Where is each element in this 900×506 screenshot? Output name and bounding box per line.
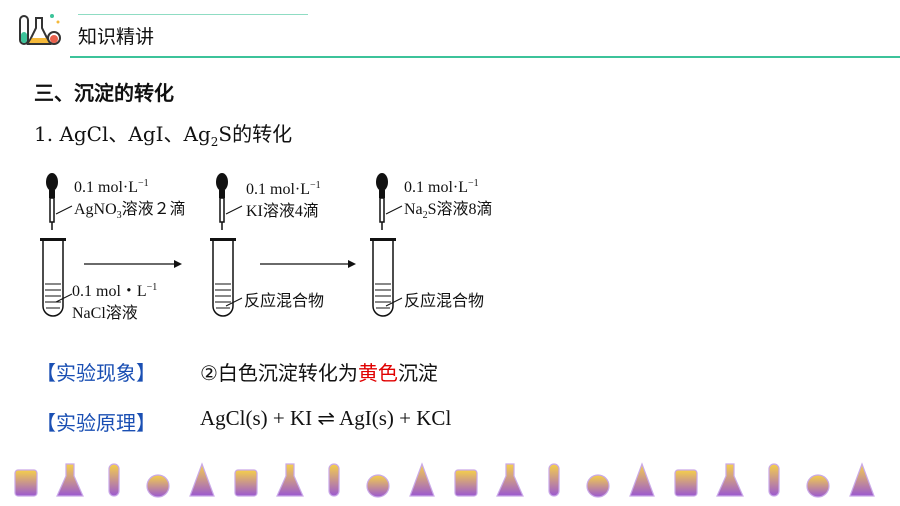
beaker-icon-shape <box>14 469 38 497</box>
microscope-icon-shape <box>586 474 610 498</box>
sub-title-subscript: 2 <box>210 135 219 149</box>
dropper-icon-shape <box>629 462 655 497</box>
atom-icon <box>768 463 780 497</box>
header-divider <box>70 56 900 58</box>
step2-reagent: KI溶液4滴 <box>246 202 319 220</box>
test-tube-2-icon <box>210 238 236 317</box>
phenomenon-highlight: 黄色 <box>357 361 398 385</box>
lab-flasks-logo-icon <box>19 14 61 45</box>
experiment-diagram: 0.1 mol·L−1 AgNO3溶液２滴 0.1 mol・L−1 NaCl溶液… <box>40 173 493 322</box>
atom-icon-shape <box>768 463 780 497</box>
sun-icon-shape <box>849 462 875 497</box>
principle-formula: AgCl(s) + KI ⇌ AgI(s) + KCl <box>200 406 452 430</box>
thermometer-icon <box>409 462 435 497</box>
dropper-icon <box>629 462 655 497</box>
thermometer-icon-shape <box>409 462 435 497</box>
flask-icon <box>56 463 84 497</box>
step1-tube-label: NaCl溶液 <box>72 304 138 322</box>
arrow-2-icon <box>260 260 356 268</box>
phenomenon-label: 【实验现象】 <box>36 361 156 385</box>
phenomenon-text: ②白色沉淀转化为黄色沉淀 <box>200 357 438 386</box>
sun-icon <box>849 462 875 497</box>
flask-icon-shape <box>56 463 84 497</box>
molecule-icon-shape <box>716 463 744 497</box>
stand-icon <box>454 469 478 497</box>
test-tube-icon <box>108 463 120 497</box>
test-tube-icon-shape <box>108 463 120 497</box>
jar-icon-shape <box>276 463 304 497</box>
header-title: 知识精讲 <box>78 26 155 48</box>
dropper-3-icon <box>376 173 388 230</box>
funnel-icon-shape <box>674 469 698 497</box>
step1-concentration: 0.1 mol·L−1 <box>74 178 149 196</box>
hexagon-icon <box>806 474 830 498</box>
sub-title-suffix: S的转化 <box>218 122 293 146</box>
conical-flask-icon-shape <box>234 469 258 497</box>
tube-icon-shape <box>328 463 340 497</box>
beaker-icon <box>14 469 38 497</box>
tripod-icon <box>548 463 560 497</box>
arrow-1-icon <box>84 260 182 268</box>
step3-tube-label: 反应混合物 <box>404 291 484 310</box>
funnel-flask-icon-shape <box>366 474 390 498</box>
beaker-stir-icon <box>496 463 524 497</box>
section-title: 三、沉淀的转化 <box>34 81 174 105</box>
footer-lab-icons <box>14 462 875 498</box>
phenomenon-suffix: 沉淀 <box>397 361 438 385</box>
step3-reagent: Na2S溶液8滴 <box>404 200 493 221</box>
beaker-stir-icon-shape <box>496 463 524 497</box>
sub-title: 1. AgCl、AgI、Ag2S的转化 <box>34 118 292 149</box>
conical-flask-icon <box>234 469 258 497</box>
stand-icon-shape <box>454 469 478 497</box>
header-top-line <box>78 14 308 15</box>
dropper-2-icon <box>216 173 228 230</box>
step3-concentration: 0.1 mol·L−1 <box>404 178 479 196</box>
page-header: 知识精讲 <box>0 0 900 58</box>
step2-tube-label: 反应混合物 <box>244 291 324 310</box>
hexagon-icon-shape <box>806 474 830 498</box>
tripod-icon-shape <box>548 463 560 497</box>
dropper-1-icon <box>46 173 58 230</box>
microscope-icon <box>586 474 610 498</box>
test-tube-icon <box>189 462 215 497</box>
round-flask-icon <box>146 474 170 498</box>
round-flask-icon-shape <box>146 474 170 498</box>
principle-label: 【实验原理】 <box>36 411 156 435</box>
tube-icon <box>328 463 340 497</box>
jar-icon <box>276 463 304 497</box>
phenomenon-prefix: ②白色沉淀转化为 <box>200 361 358 385</box>
test-tube-1-icon <box>40 238 66 317</box>
funnel-icon <box>674 469 698 497</box>
step1-reagent: AgNO3溶液２滴 <box>74 200 186 221</box>
test-tube-3-icon <box>370 238 396 317</box>
step2-concentration: 0.1 mol·L−1 <box>246 180 321 198</box>
funnel-flask-icon <box>366 474 390 498</box>
footer-icon-row <box>14 462 875 498</box>
step1-tube-concentration: 0.1 mol・L−1 <box>72 282 157 300</box>
molecule-icon <box>716 463 744 497</box>
test-tube-icon-shape <box>189 462 215 497</box>
sub-title-prefix: 1. AgCl、AgI、Ag <box>34 122 211 146</box>
